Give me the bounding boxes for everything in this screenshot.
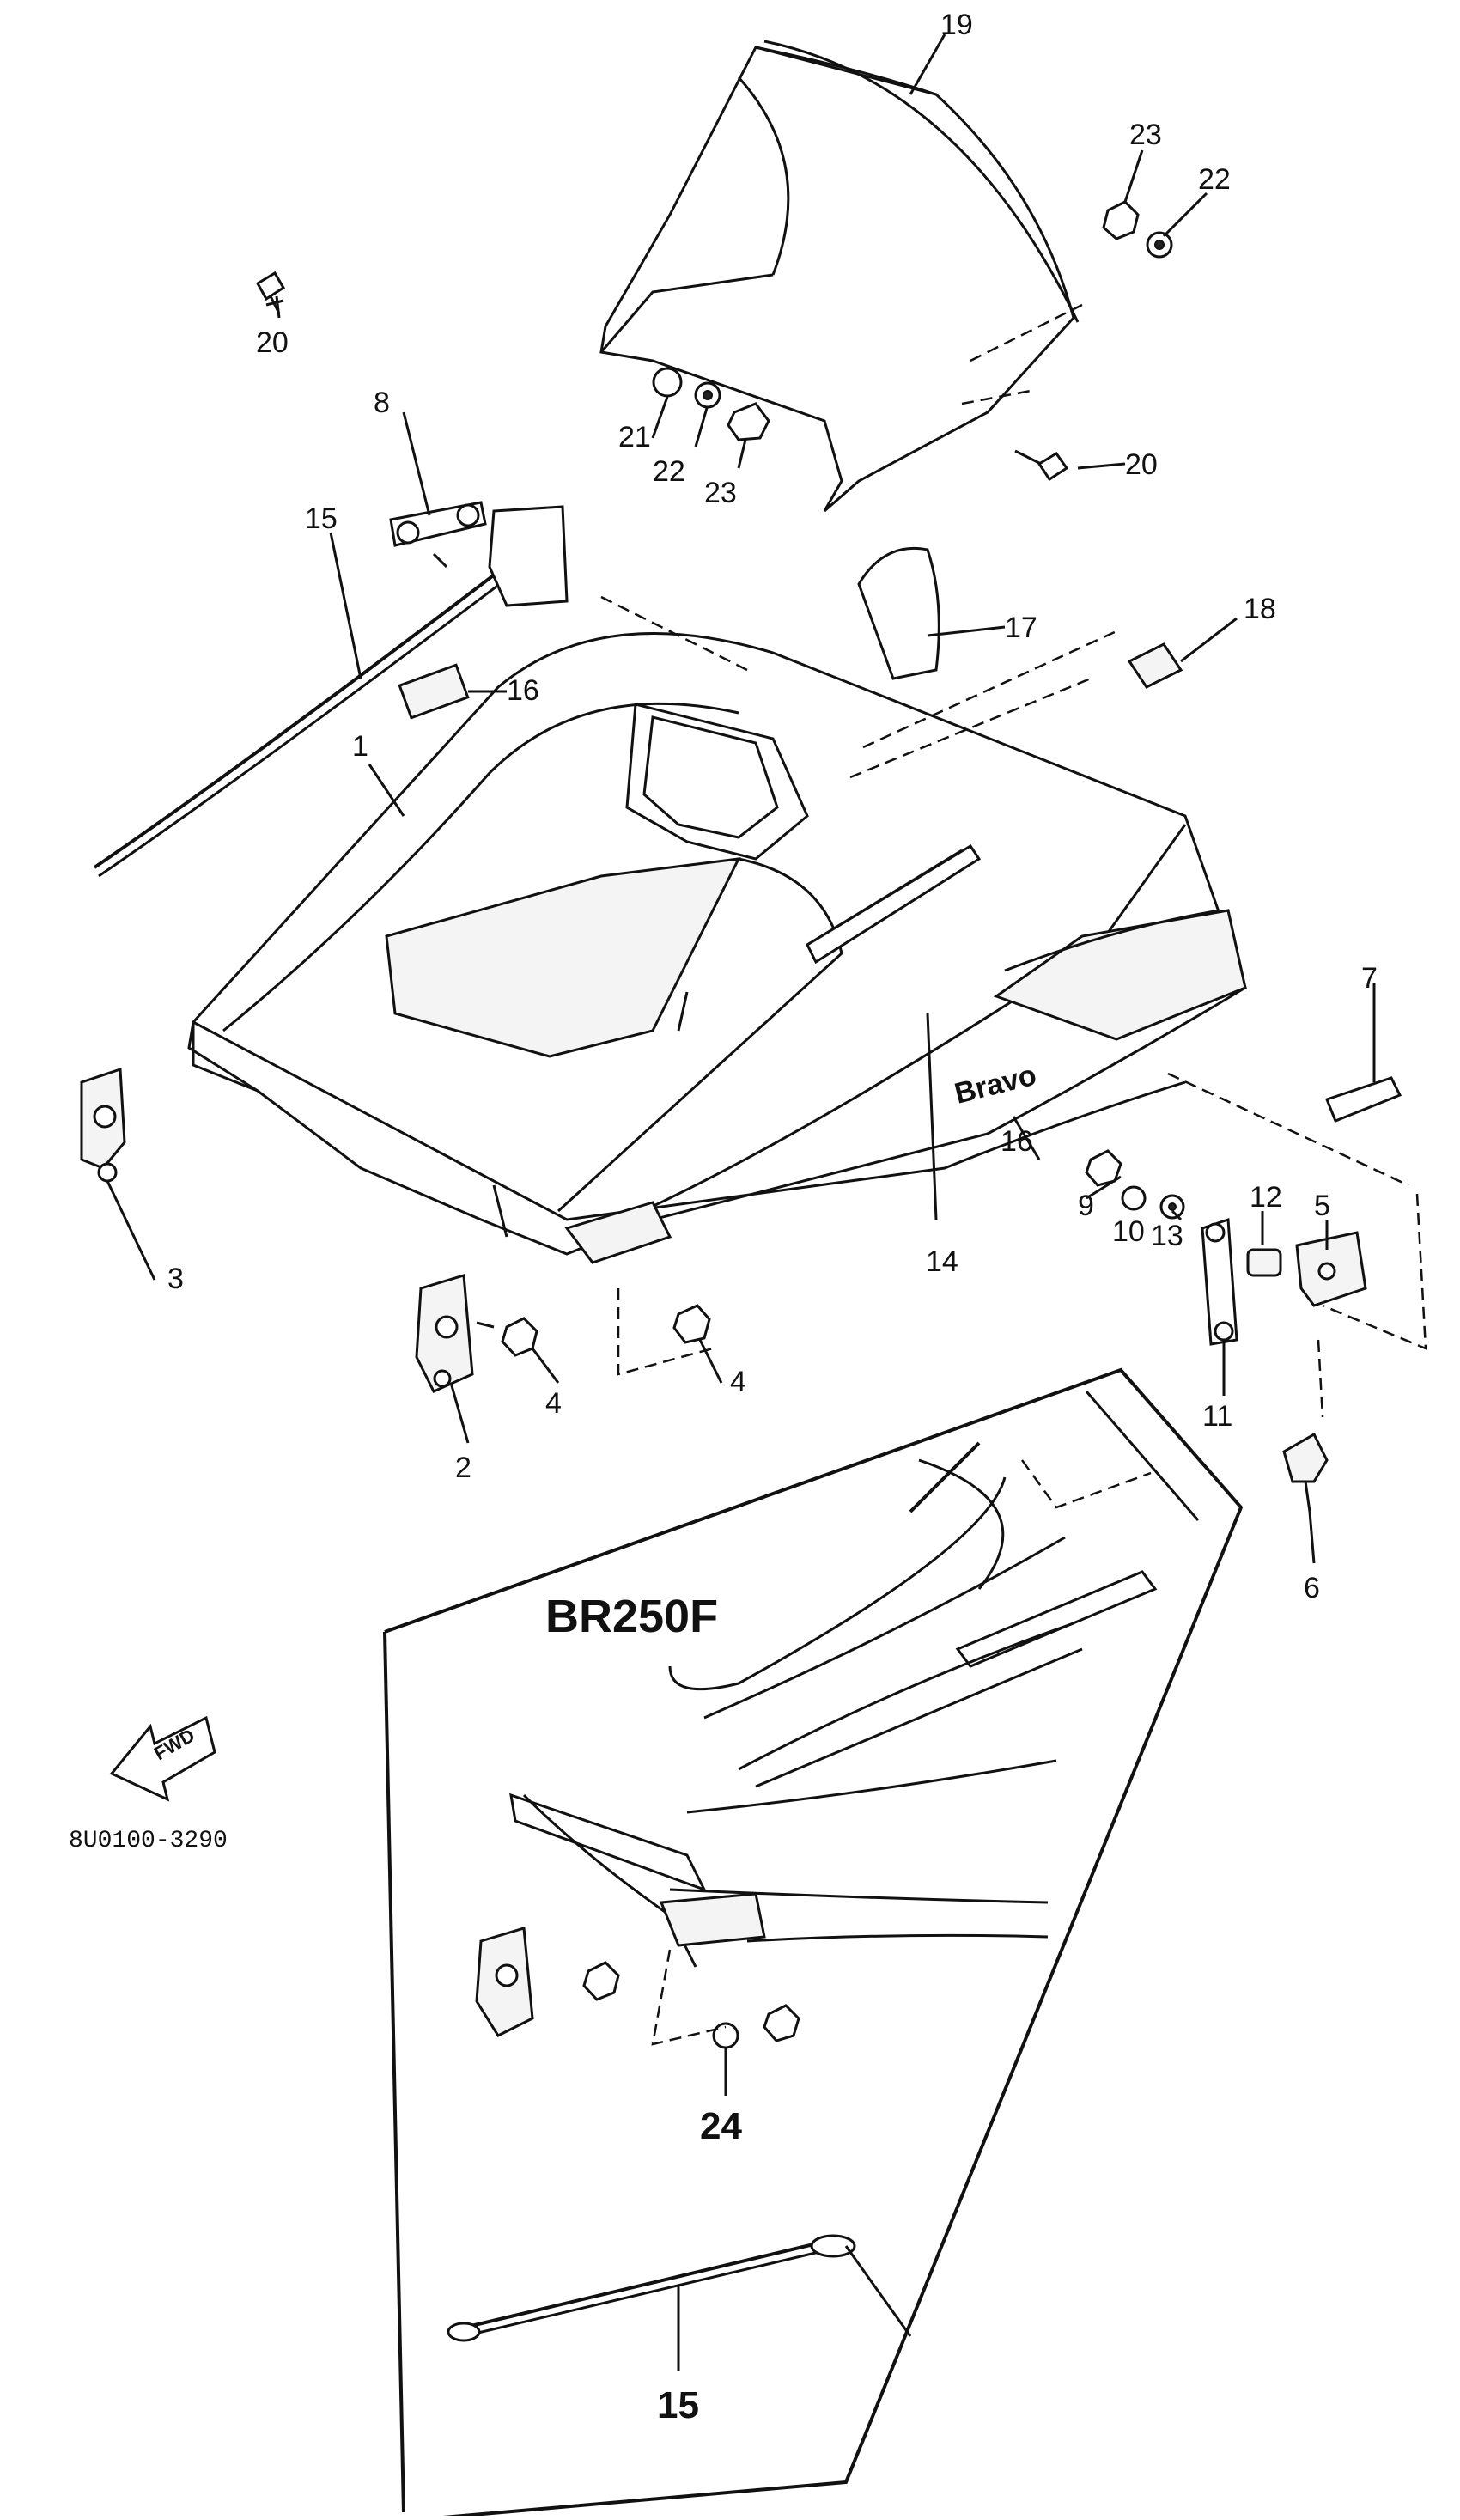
fwd-arrow-icon: FWD: [109, 1715, 216, 1802]
callout-8: 8: [374, 387, 390, 419]
clip-7: [1325, 996, 1402, 1123]
latch-parts: [1201, 1217, 1367, 1513]
gasket-plate: [488, 505, 569, 607]
callout-16b: 16: [1001, 1125, 1033, 1158]
callout-9: 9: [1078, 1190, 1094, 1222]
callout-22a: 22: [1198, 163, 1231, 196]
hinge-2: [415, 1274, 495, 1393]
callout-24: 24: [700, 2105, 742, 2147]
inset-panel: [383, 1367, 1244, 2520]
bracket-8: [389, 501, 487, 569]
callout-18: 18: [1244, 593, 1276, 625]
seal-strip: [93, 531, 551, 869]
callout-2: 2: [455, 1452, 471, 1484]
callout-1: 1: [352, 730, 368, 763]
plate-18: [1127, 642, 1183, 689]
callout-20b: 20: [1125, 448, 1158, 481]
callout-23b: 23: [704, 477, 737, 509]
callout-3: 3: [167, 1263, 184, 1295]
callout-19: 19: [940, 9, 973, 41]
callout-11: 11: [1202, 1400, 1232, 1433]
callout-17: 17: [1005, 612, 1037, 644]
callout-6: 6: [1304, 1572, 1320, 1604]
callout-16a: 16: [507, 674, 539, 707]
inset-title: BR250F: [545, 1591, 718, 1642]
hood: Bravo: [187, 632, 1247, 1264]
callout-5: 5: [1314, 1190, 1330, 1222]
label-plate: [398, 663, 470, 720]
fasteners: [255, 200, 1185, 1357]
callout-12: 12: [1250, 1181, 1282, 1214]
callout-4a: 4: [545, 1387, 562, 1420]
hinge-3: [80, 1067, 126, 1183]
callout-14: 14: [926, 1245, 958, 1278]
figure-code: 8U0100-3290: [69, 1828, 228, 1854]
windshield: [599, 40, 1080, 513]
callout-15: 15: [305, 502, 338, 535]
callout-23a: 23: [1129, 119, 1162, 151]
callout-21: 21: [618, 421, 651, 453]
callout-20a: 20: [256, 326, 289, 359]
callout-4b: 4: [730, 1366, 746, 1398]
callout-13: 13: [1151, 1220, 1183, 1252]
callout-22b: 22: [653, 455, 685, 488]
callout-15b: 15: [657, 2384, 699, 2426]
callout-10: 10: [1112, 1215, 1145, 1248]
callout-7: 7: [1361, 962, 1378, 995]
flap-17: [857, 546, 940, 680]
leader-lines: [106, 33, 1376, 1564]
